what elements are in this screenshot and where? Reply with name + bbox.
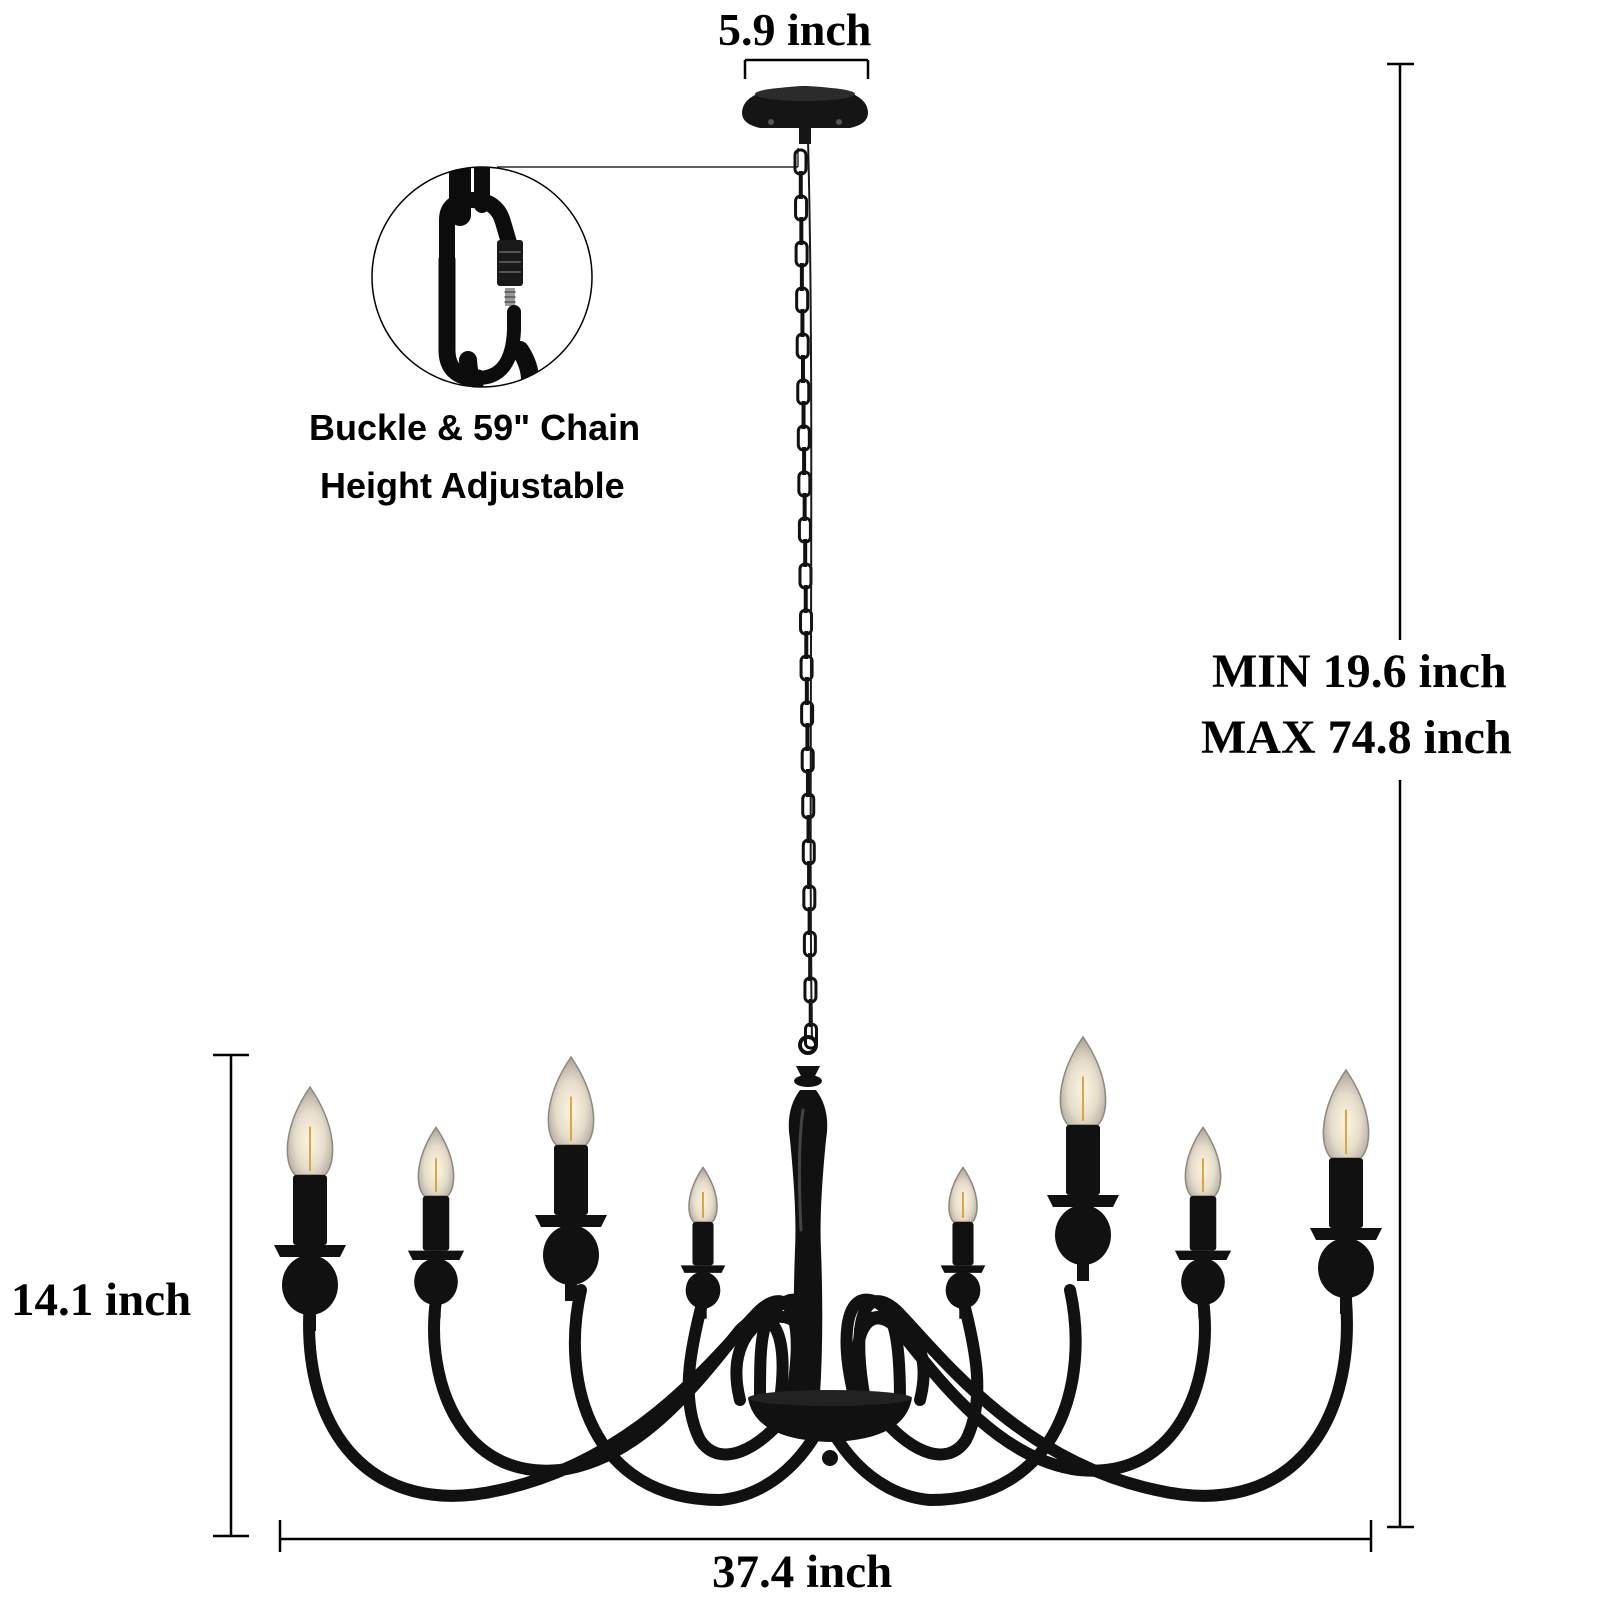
chain-link: [799, 608, 814, 636]
height-min-label: MIN 19.6 inch: [1212, 645, 1507, 698]
candle-cup: [945, 1271, 981, 1309]
drip-cup: [680, 1265, 726, 1273]
candle-cup: [1318, 1238, 1374, 1298]
chain-link: [801, 838, 816, 866]
candle-stem: [304, 1311, 316, 1331]
candle-stem: [699, 1306, 707, 1319]
candle-light: [1174, 1126, 1232, 1318]
candle-sleeve: [692, 1222, 714, 1266]
fixture-height-label: 14.1 inch: [11, 1274, 192, 1326]
canopy-width-bracket: [743, 58, 870, 79]
candle-sleeve: [1189, 1196, 1217, 1251]
drip-cup: [1047, 1195, 1119, 1207]
callout-caption-line1: Buckle & 59" Chain: [309, 407, 641, 448]
chain-link: [794, 240, 809, 268]
chain-link: [795, 332, 810, 360]
candle-sleeve: [293, 1175, 327, 1245]
fixture-width-dimension-line: [278, 1520, 1373, 1552]
chain-link: [795, 286, 810, 314]
candle-sleeve: [1066, 1125, 1100, 1195]
drip-cup: [1310, 1228, 1382, 1240]
chain-link: [797, 470, 812, 498]
drip-cup: [1174, 1250, 1232, 1260]
candle-stem: [431, 1302, 441, 1318]
drip-cup: [940, 1265, 986, 1273]
candle-light: [1047, 1035, 1119, 1281]
candle-sleeve: [554, 1145, 588, 1215]
candle-cup: [685, 1271, 721, 1309]
candle-stem: [1198, 1302, 1208, 1318]
chain-link: [802, 884, 817, 912]
callout-leader-line: [497, 148, 799, 168]
power-cord: [807, 139, 813, 1041]
candle-light: [407, 1126, 465, 1318]
drip-cup: [274, 1245, 346, 1257]
candle-stem: [959, 1306, 967, 1319]
chain-link: [794, 194, 809, 222]
fixture-width-label: 37.4 inch: [712, 1546, 893, 1598]
height-max-label: MAX 74.8 inch: [1201, 711, 1512, 764]
candle-holders: [274, 1035, 1382, 1331]
candle-light: [535, 1055, 607, 1301]
chain-link: [798, 562, 813, 590]
drip-cup: [535, 1215, 607, 1227]
drip-cup: [407, 1250, 465, 1260]
chain-link: [801, 792, 816, 820]
candle-light: [1310, 1068, 1382, 1314]
canopy-width-label: 5.9 inch: [718, 4, 872, 55]
chain-link: [802, 930, 817, 958]
candle-sleeve: [422, 1196, 450, 1251]
candle-cup: [1055, 1205, 1111, 1265]
chain-link: [797, 516, 812, 544]
candle-light: [940, 1166, 986, 1319]
chain-link: [793, 148, 808, 176]
chain-link: [796, 378, 811, 406]
chain-buckle-closeup-icon: [371, 166, 593, 388]
callout-caption-line2: Height Adjustable: [320, 465, 625, 506]
candle-stem: [565, 1281, 577, 1301]
chain-link: [796, 424, 811, 452]
candle-stem: [1077, 1261, 1089, 1281]
candle-cup: [282, 1255, 338, 1315]
candle-cup: [543, 1225, 599, 1285]
candle-cup: [1181, 1258, 1225, 1306]
hanging-chain: [793, 148, 818, 1050]
fixture-height-dimension-line: [213, 1053, 249, 1538]
candle-stem: [1340, 1294, 1352, 1314]
candle-light: [274, 1085, 346, 1331]
total-height-dimension-line: [1387, 62, 1414, 1529]
chandelier-body: [303, 1035, 1353, 1507]
candle-sleeve: [1329, 1158, 1363, 1228]
candle-light: [680, 1166, 726, 1319]
ceiling-canopy: [742, 86, 868, 144]
candle-cup: [414, 1258, 458, 1306]
candle-sleeve: [952, 1222, 974, 1266]
